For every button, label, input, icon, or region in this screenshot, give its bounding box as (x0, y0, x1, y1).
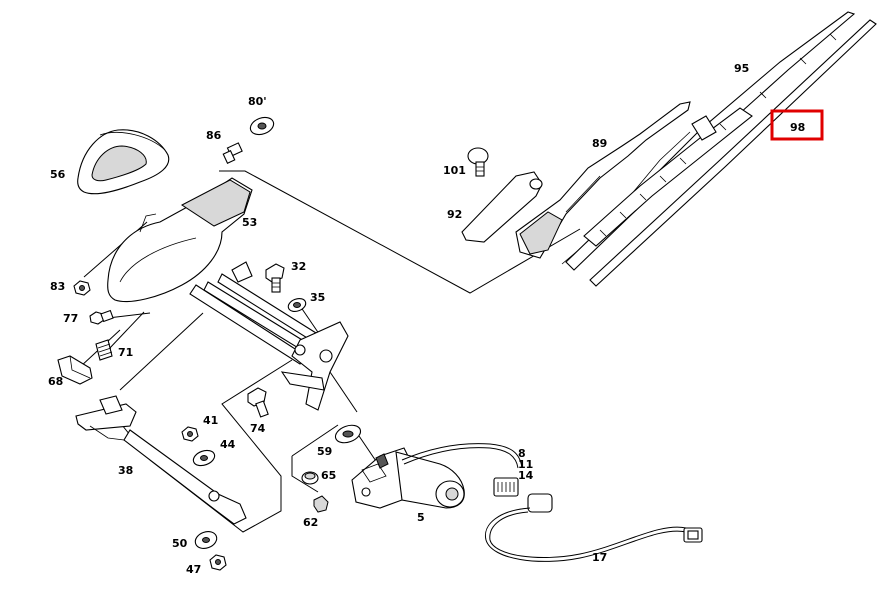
label-11: 11 (518, 458, 533, 471)
label-62: 62 (303, 516, 318, 529)
label-50: 50 (172, 537, 188, 550)
motor-cable (401, 443, 523, 469)
label-86: 86 (206, 129, 222, 142)
label-71: 71 (118, 346, 133, 359)
label-77: 77 (63, 312, 78, 325)
label-65: 65 (321, 469, 336, 482)
label-68: 68 (48, 375, 63, 388)
highlight-box-98 (770, 109, 824, 141)
label-74: 74 (250, 422, 266, 435)
label-41: 41 (203, 414, 218, 427)
part-95-wiper-blade (565, 11, 856, 271)
part-17-cable (484, 493, 703, 562)
part-53-housing (107, 177, 253, 303)
part-41-nut (181, 426, 199, 442)
label-101: 101 (443, 164, 466, 177)
part-56-cover (77, 129, 170, 195)
part-5-wiper-motor (351, 447, 465, 509)
label-44: 44 (220, 438, 236, 451)
part-32-bolt (265, 263, 285, 293)
part-98-wiper-refill (589, 19, 877, 287)
label-53: 53 (242, 216, 257, 229)
label-83: 83 (50, 280, 65, 293)
part-101-bolt (467, 147, 489, 177)
label-5: 5 (417, 511, 425, 524)
part-35-washer (287, 298, 307, 312)
label-80: 80' (248, 95, 267, 108)
label-98: 98 (790, 121, 805, 134)
part-80-washer (249, 116, 275, 136)
linkage-rods (189, 261, 349, 411)
label-14: 14 (518, 469, 534, 482)
part-38-frame (75, 395, 247, 525)
part-8-11-14-connector (493, 477, 519, 497)
label-8: 8 (518, 447, 526, 460)
part-77-bolt (89, 309, 114, 325)
label-56: 56 (50, 168, 66, 181)
part-59-grommet (334, 424, 362, 444)
label-47: 47 (186, 563, 201, 576)
part-62-spacer (313, 495, 329, 513)
part-83-nut (73, 280, 91, 296)
part-71-spring (95, 339, 113, 361)
label-17: 17 (592, 551, 607, 564)
label-89: 89 (592, 137, 607, 150)
label-59: 59 (317, 445, 332, 458)
label-95: 95 (734, 62, 749, 75)
part-44-washer (192, 449, 216, 467)
part-74-bolt (247, 387, 269, 418)
label-92: 92 (447, 208, 462, 221)
label-32: 32 (291, 260, 306, 273)
label-38: 38 (118, 464, 133, 477)
part-47-nut (209, 554, 227, 571)
part-labels: 56 86 80' 53 83 77 71 68 32 35 38 41 44 … (48, 62, 805, 576)
part-92-cover-cap (461, 171, 543, 243)
part-86-screw (222, 142, 243, 164)
part-50-washer (194, 531, 218, 549)
part-68-bracket (57, 355, 93, 385)
label-35: 35 (310, 291, 325, 304)
part-65-bushing (301, 471, 319, 485)
